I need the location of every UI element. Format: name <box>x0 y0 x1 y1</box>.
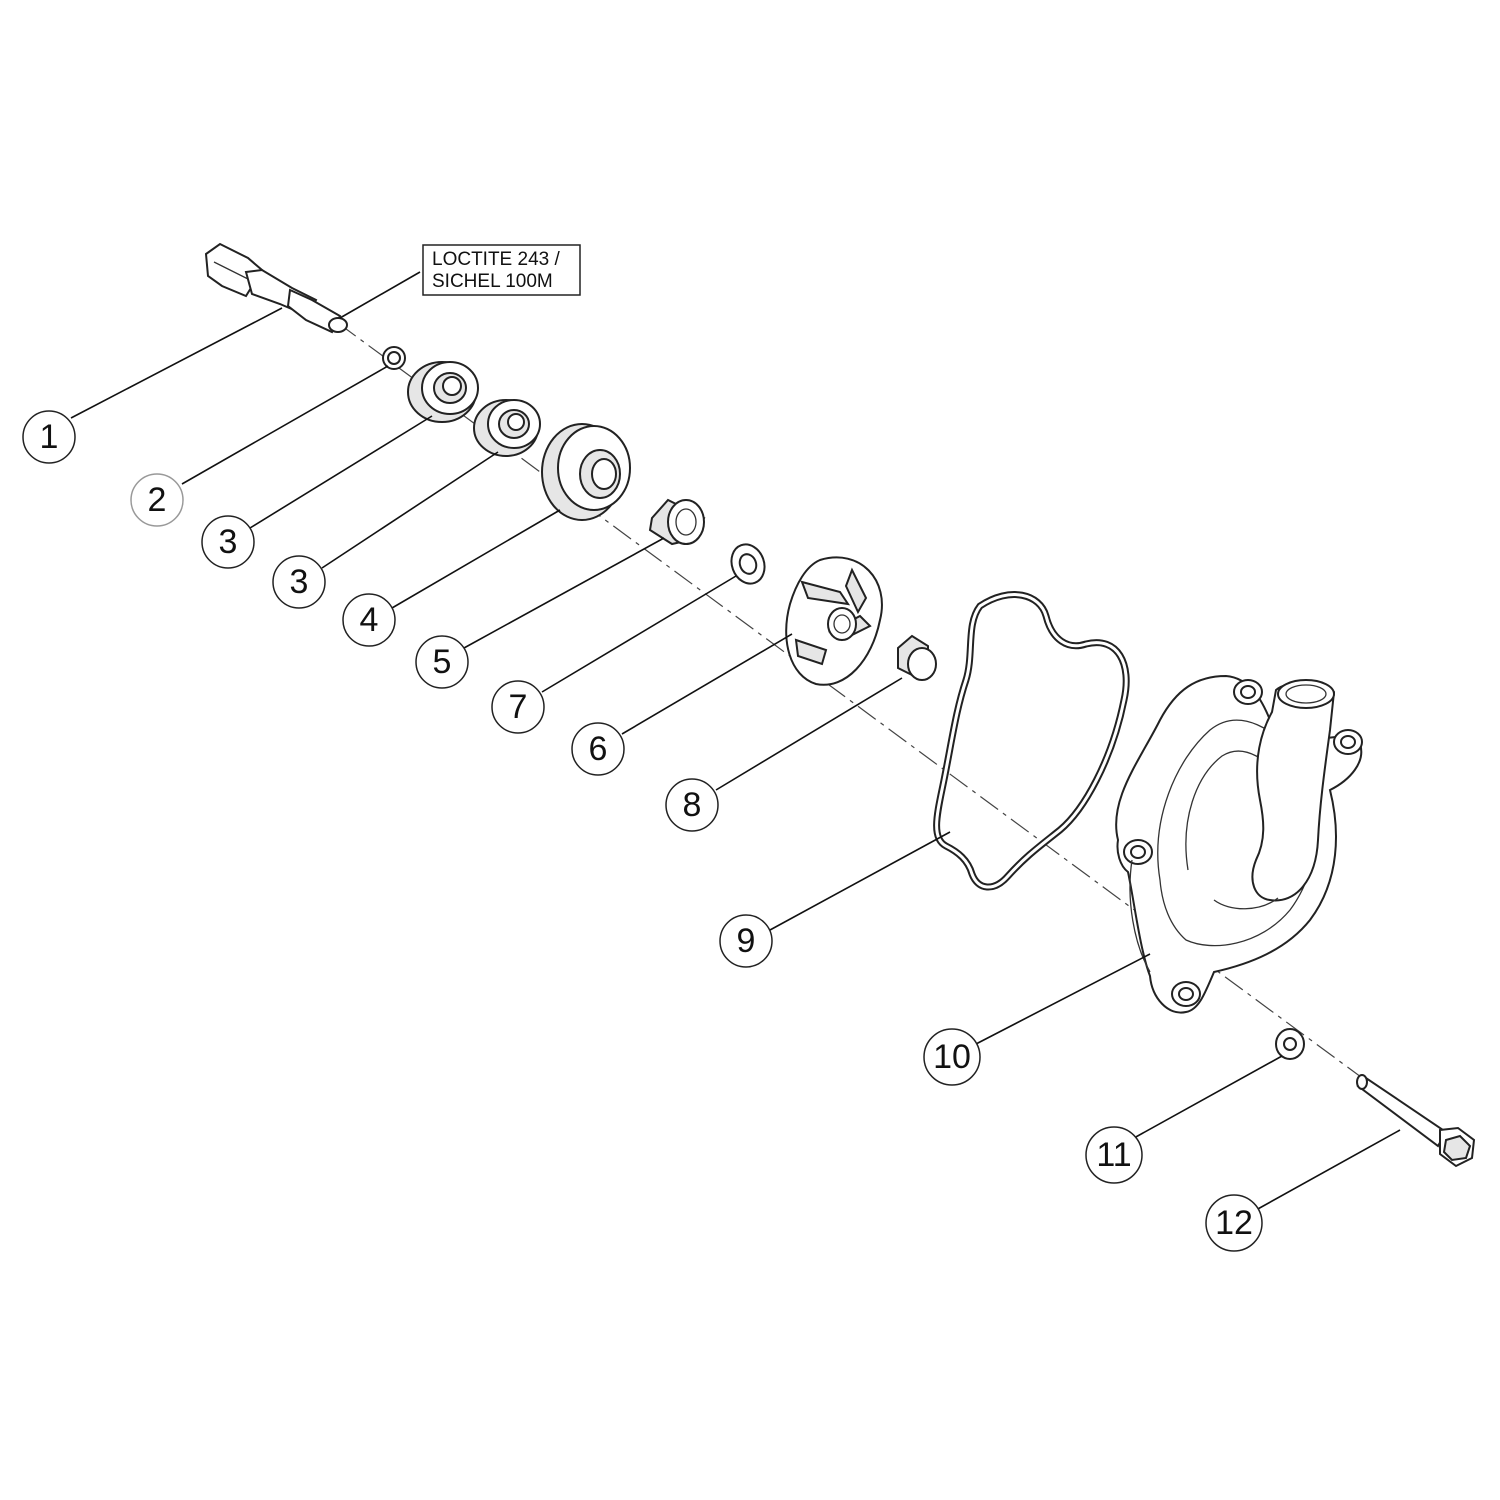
callout-10-label: 10 <box>933 1038 971 1076</box>
callout-1: 1 <box>22 410 76 464</box>
leader-line-5 <box>463 537 665 649</box>
callout-7-label: 7 <box>509 688 528 726</box>
note-line-1: LOCTITE 243 / <box>432 249 560 270</box>
leader-line-note <box>339 271 421 319</box>
callout-5-label: 5 <box>433 643 452 681</box>
callout-bubbles: 1 2 3 3 4 5 7 6 <box>22 410 1263 1252</box>
callout-9: 9 <box>719 914 773 968</box>
callout-3a-label: 3 <box>219 523 238 561</box>
leader-line-2 <box>181 365 389 485</box>
note-line-2: SICHEL 100M <box>432 271 553 292</box>
callout-4: 4 <box>342 593 396 647</box>
leader-line-1 <box>70 307 283 419</box>
leader-line-8 <box>715 677 903 791</box>
leader-line-6 <box>621 633 793 735</box>
callout-12-label: 12 <box>1215 1204 1253 1242</box>
callout-2-label: 2 <box>148 481 167 519</box>
callout-8-label: 8 <box>683 786 702 824</box>
leader-line-3a <box>249 415 433 529</box>
callout-12: 12 <box>1205 1194 1263 1252</box>
leader-line-3b <box>321 451 499 569</box>
leader-line-11 <box>1133 1055 1283 1139</box>
callout-3b: 3 <box>272 555 326 609</box>
callout-6: 6 <box>571 722 625 776</box>
callout-10: 10 <box>923 1028 981 1086</box>
washer <box>730 543 766 585</box>
bolt-washer <box>1275 1028 1305 1060</box>
callout-1-label: 1 <box>40 418 59 456</box>
flange-bolt <box>1356 1074 1476 1168</box>
callout-11: 11 <box>1085 1126 1143 1184</box>
shaft-o-ring <box>382 346 406 370</box>
impeller <box>785 556 883 686</box>
ball-bearing-2 <box>473 399 541 457</box>
callout-11-label: 11 <box>1096 1136 1131 1174</box>
callout-6-label: 6 <box>589 730 608 768</box>
leader-line-4 <box>391 509 561 609</box>
callout-4-label: 4 <box>360 601 379 639</box>
callout-5: 5 <box>415 635 469 689</box>
leader-lines <box>70 271 1401 1211</box>
leader-line-7 <box>541 575 737 693</box>
callout-7: 7 <box>491 680 545 734</box>
spacer-sleeve <box>648 498 706 546</box>
pump-shaft <box>204 242 348 334</box>
cover-gasket <box>933 591 1130 891</box>
ball-bearing-1 <box>407 361 479 423</box>
callout-9-label: 9 <box>737 922 756 960</box>
callout-8: 8 <box>665 778 719 832</box>
callout-3b-label: 3 <box>290 563 309 601</box>
leader-line-12 <box>1255 1129 1401 1211</box>
impeller-nut <box>897 634 937 681</box>
pump-cover <box>1115 674 1363 1014</box>
callout-2: 2 <box>130 473 184 527</box>
leader-line-10 <box>975 953 1151 1045</box>
assembly-axis-line <box>337 322 1461 1151</box>
shaft-seal-ring <box>541 423 631 521</box>
callout-3a: 3 <box>201 515 255 569</box>
leader-line-9 <box>769 831 951 931</box>
loctite-note-box: LOCTITE 243 / SICHEL 100M <box>422 244 581 296</box>
